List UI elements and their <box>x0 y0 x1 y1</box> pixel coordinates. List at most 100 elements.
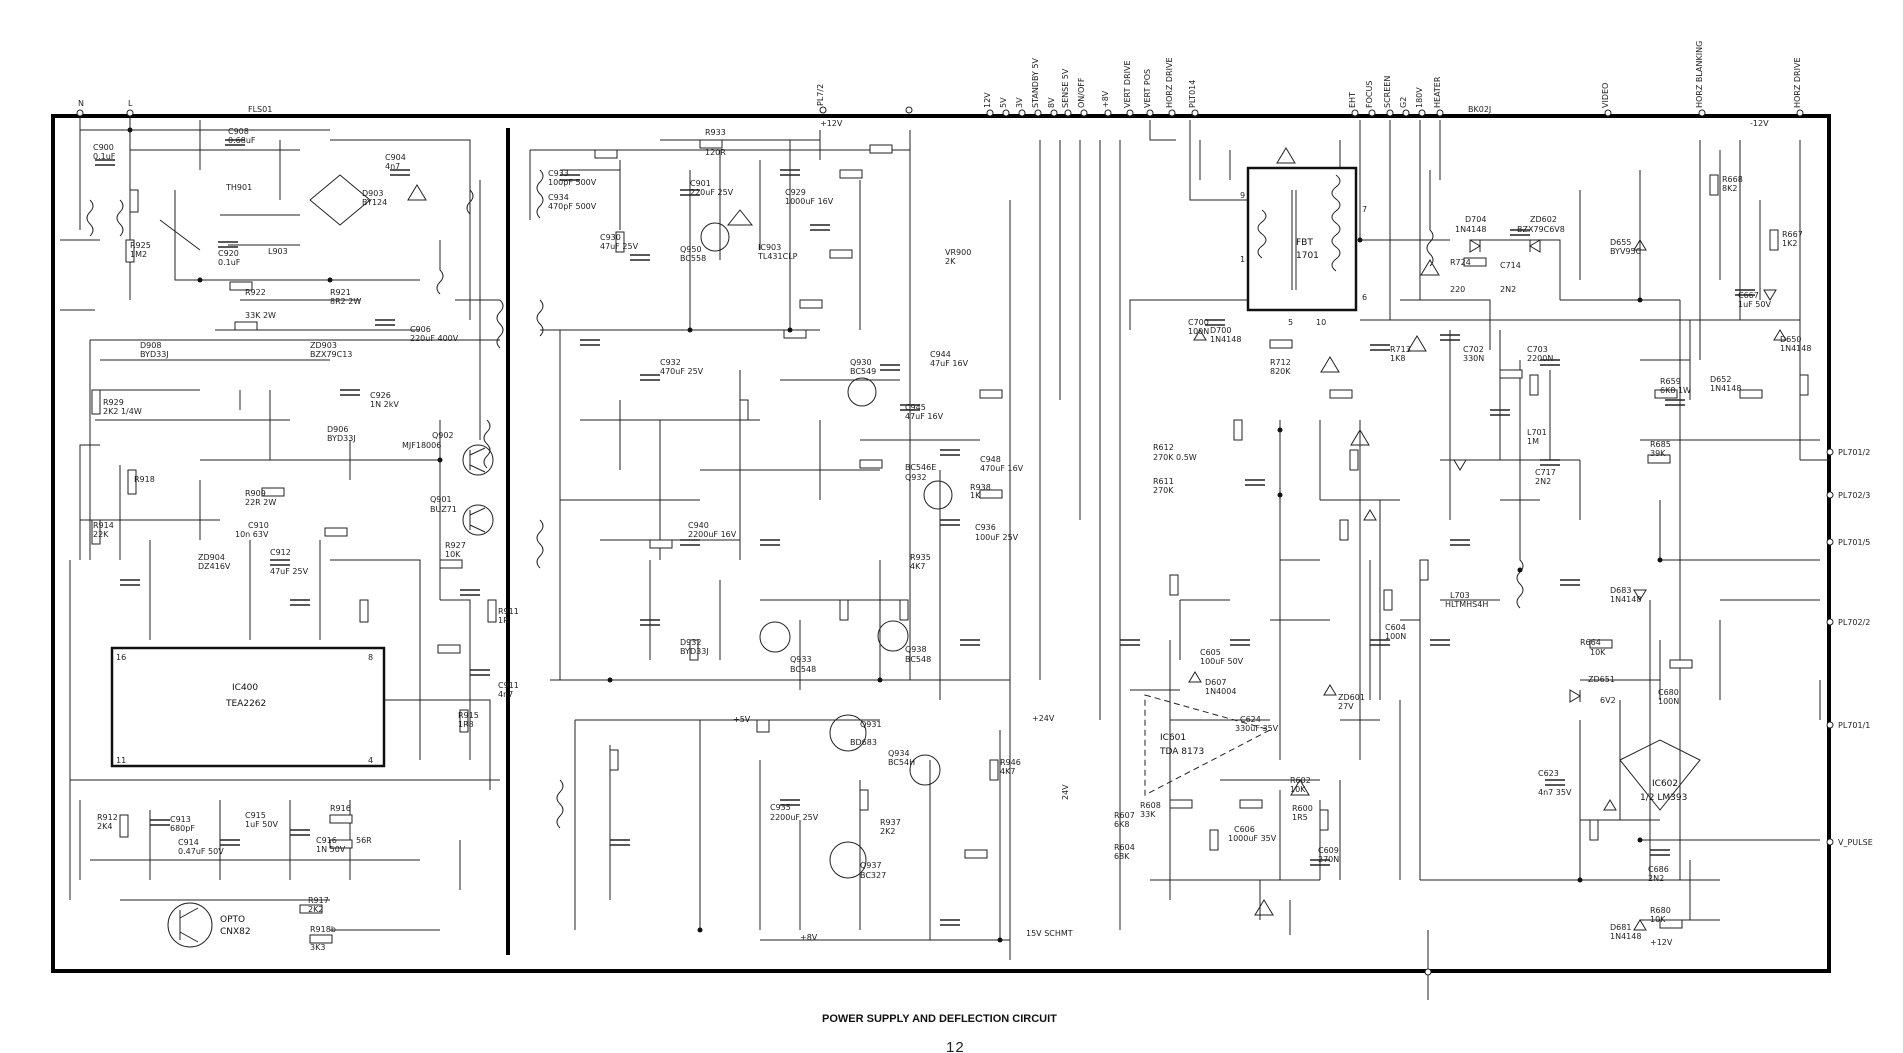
svg-text:220: 220 <box>1450 285 1465 294</box>
svg-text:10n 63V: 10n 63V <box>235 530 269 539</box>
svg-text:C914: C914 <box>178 838 199 847</box>
svg-text:27V: 27V <box>1338 702 1354 711</box>
svg-text:1N 2kV: 1N 2kV <box>370 400 399 409</box>
svg-text:C933: C933 <box>548 169 569 178</box>
svg-text:Q933: Q933 <box>790 655 812 664</box>
svg-text:1M: 1M <box>1527 437 1539 446</box>
svg-text:R612: R612 <box>1153 443 1174 452</box>
svg-text:4n7 35V: 4n7 35V <box>1538 788 1572 797</box>
svg-text:6: 6 <box>1362 293 1367 302</box>
svg-text:68K: 68K <box>1114 852 1130 861</box>
svg-text:1M2: 1M2 <box>130 250 147 259</box>
svg-text:R922: R922 <box>245 288 266 297</box>
svg-text:10K: 10K <box>1590 648 1606 657</box>
svg-text:R607: R607 <box>1114 811 1135 820</box>
fbt-ref: FBT <box>1296 238 1313 248</box>
svg-text:4n7: 4n7 <box>498 690 513 699</box>
svg-text:D704: D704 <box>1465 215 1486 224</box>
svg-text:R916: R916 <box>330 804 351 813</box>
svg-text:270K 0.5W: 270K 0.5W <box>1153 453 1197 462</box>
svg-text:1N4148: 1N4148 <box>1710 384 1741 393</box>
svg-text:C904: C904 <box>385 153 406 162</box>
svg-text:330N: 330N <box>1463 354 1484 363</box>
svg-text:C926: C926 <box>370 391 391 400</box>
svg-text:D903: D903 <box>362 189 383 198</box>
svg-text:ZD601: ZD601 <box>1338 693 1365 702</box>
conn-label-vert-drive: VERT DRIVE <box>1123 60 1132 108</box>
svg-text:47uF 16V: 47uF 16V <box>930 359 969 368</box>
ic601-ref: IC601 <box>1160 733 1186 743</box>
svg-text:BC327: BC327 <box>860 871 886 880</box>
svg-text:22K: 22K <box>93 530 109 539</box>
svg-text:BD683: BD683 <box>850 738 877 747</box>
svg-text:2N2: 2N2 <box>1648 874 1664 883</box>
svg-text:BZX79C6V8: BZX79C6V8 <box>1517 225 1565 234</box>
svg-text:R659: R659 <box>1660 377 1681 386</box>
svg-text:R929: R929 <box>103 398 124 407</box>
svg-text:R918b: R918b <box>310 925 336 934</box>
svg-text:C623: C623 <box>1538 769 1559 778</box>
svg-text:R914: R914 <box>93 521 114 530</box>
right-conn-3: PL701/5 <box>1838 538 1870 547</box>
diagram-caption: POWER SUPPLY AND DEFLECTION CIRCUIT <box>822 1013 1057 1025</box>
conn-label-standby: STANDBY 5V <box>1031 57 1040 108</box>
svg-text:24V: 24V <box>1061 784 1070 800</box>
svg-text:10: 10 <box>1316 318 1326 327</box>
svg-text:R935: R935 <box>910 553 931 562</box>
svg-text:6V2: 6V2 <box>1600 696 1616 705</box>
svg-text:-12V: -12V <box>1750 119 1769 128</box>
svg-text:2N2: 2N2 <box>1535 477 1551 486</box>
svg-text:R600: R600 <box>1292 804 1313 813</box>
conn-label-pl7: PL7/2 <box>816 84 825 106</box>
svg-text:1R: 1R <box>498 616 509 625</box>
svg-text:10K: 10K <box>445 550 461 559</box>
svg-text:+5V: +5V <box>733 715 751 724</box>
svg-text:BYD33J: BYD33J <box>327 434 356 443</box>
top-connector-labels: N L FLS01 12V 5V 3V STANDBY 5V 8V SENSE … <box>78 41 1802 114</box>
svg-text:C906: C906 <box>410 325 431 334</box>
svg-text:R912: R912 <box>97 813 118 822</box>
svg-text:0.1uF: 0.1uF <box>93 152 116 161</box>
power-supply-wiring <box>60 120 504 931</box>
svg-text:100uF 25V: 100uF 25V <box>975 533 1019 542</box>
right-connectors: PL701/2 PL702/3 PL701/5 PL702/2 PL701/1 … <box>1826 448 1873 847</box>
ic602-lm393: IC602 1/2 LM393 <box>1619 739 1701 811</box>
svg-text:C945: C945 <box>905 403 926 412</box>
conn-label-n: N <box>78 99 84 108</box>
right-conn-4: PL702/2 <box>1838 618 1870 627</box>
svg-text:BYD33J: BYD33J <box>680 647 709 656</box>
svg-text:TH901: TH901 <box>225 183 252 192</box>
svg-text:C686: C686 <box>1648 865 1669 874</box>
svg-text:270N: 270N <box>1318 855 1339 864</box>
svg-text:C915: C915 <box>245 811 266 820</box>
conn-label-sense: SENSE 5V <box>1061 68 1070 108</box>
svg-text:R937: R937 <box>880 818 901 827</box>
svg-text:1N 50V: 1N 50V <box>316 845 346 854</box>
top-connector-pins <box>76 106 1804 120</box>
svg-text:BC54H: BC54H <box>888 758 915 767</box>
conn-label-g2: G2 <box>1399 97 1408 108</box>
svg-text:+12V: +12V <box>820 119 843 128</box>
svg-text:2200N: 2200N <box>1527 354 1553 363</box>
conn-label-5v: 5V <box>999 97 1008 108</box>
junction-dots <box>127 127 1663 943</box>
svg-text:1N4004: 1N4004 <box>1205 687 1236 696</box>
svg-text:10K: 10K <box>1650 915 1666 924</box>
q902-part: MJF18006 <box>402 441 441 450</box>
svg-text:330uF 35V: 330uF 35V <box>1235 724 1279 733</box>
q902-ref: Q902 <box>432 431 454 440</box>
svg-text:R927: R927 <box>445 541 466 550</box>
svg-text:2200uF 25V: 2200uF 25V <box>770 813 819 822</box>
ic602-ref: IC602 <box>1652 779 1678 789</box>
svg-text:R685: R685 <box>1650 440 1671 449</box>
svg-text:R713: R713 <box>1390 345 1411 354</box>
svg-text:6K8 1W: 6K8 1W <box>1660 386 1691 395</box>
svg-text:R602: R602 <box>1290 776 1311 785</box>
svg-text:1R5: 1R5 <box>1292 813 1308 822</box>
ic400-part: TEA2262 <box>225 699 266 709</box>
svg-text:D652: D652 <box>1710 375 1731 384</box>
svg-text:R915: R915 <box>458 711 479 720</box>
svg-text:1K2: 1K2 <box>1782 239 1797 248</box>
